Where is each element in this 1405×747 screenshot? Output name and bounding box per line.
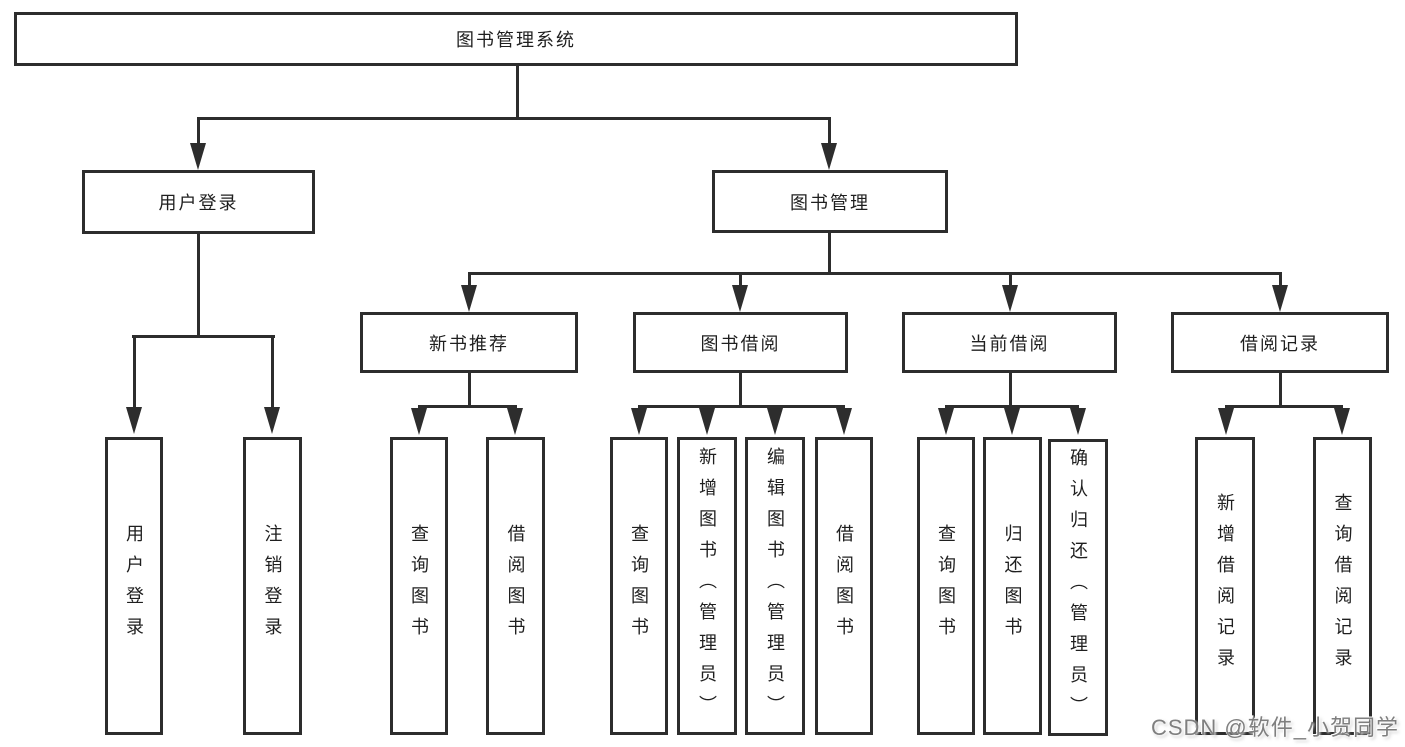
leaf-borrow-book: 借阅图书 (815, 437, 873, 735)
arrow-down-icon (631, 408, 647, 435)
leaf-borrow-book-recommend-label: 借阅图书 (505, 524, 526, 648)
arrow-down-icon (1004, 408, 1020, 435)
node-book-management-label: 图书管理 (790, 192, 870, 213)
leaf-confirm-return-admin: 确认归还（管理员） (1048, 439, 1108, 736)
arrow-down-icon (1272, 285, 1288, 312)
connector-line (133, 335, 136, 409)
csdn-watermark: CSDN @软件_小贺同学 (1150, 715, 1399, 740)
node-borrow-record: 借阅记录 (1171, 312, 1389, 373)
leaf-add-borrow-record: 新增借阅记录 (1195, 437, 1255, 735)
leaf-borrow-book-recommend: 借阅图书 (486, 437, 545, 735)
leaf-query-book-borrow-label: 查询图书 (629, 524, 649, 648)
arrow-down-icon (126, 407, 142, 434)
arrow-down-icon (1002, 285, 1018, 312)
leaf-query-book-borrow: 查询图书 (610, 437, 668, 735)
arrow-down-icon (190, 143, 206, 170)
leaf-logout-label: 注销登录 (262, 524, 283, 648)
leaf-edit-book-admin: 编辑图书（管理员） (745, 437, 805, 735)
arrow-down-icon (264, 407, 280, 434)
connector-line (1279, 272, 1282, 288)
arrow-down-icon (836, 408, 852, 435)
connector-line (197, 117, 200, 147)
leaf-query-book-current-label: 查询图书 (936, 524, 956, 648)
arrow-down-icon (507, 408, 523, 435)
leaf-user-login: 用户登录 (105, 437, 163, 735)
connector-line (1279, 373, 1282, 408)
connector-line (1225, 405, 1343, 408)
node-root: 图书管理系统 (14, 12, 1018, 66)
leaf-query-borrow-record: 查询借阅记录 (1313, 437, 1372, 735)
leaf-query-book-current: 查询图书 (917, 437, 975, 735)
arrow-down-icon (938, 408, 954, 435)
leaf-query-book-recommend-label: 查询图书 (409, 524, 429, 648)
connector-line (197, 234, 200, 338)
connector-line (828, 117, 831, 147)
node-root-label: 图书管理系统 (456, 30, 576, 50)
connector-line (197, 117, 831, 120)
leaf-logout: 注销登录 (243, 437, 302, 735)
leaf-confirm-return-admin-label: 确认归还（管理员） (1068, 448, 1088, 727)
node-borrow-record-label: 借阅记录 (1240, 333, 1320, 354)
node-new-book-recommend: 新书推荐 (360, 312, 578, 373)
arrow-down-icon (767, 408, 783, 435)
connector-line (945, 405, 1079, 408)
arrow-down-icon (732, 285, 748, 312)
arrow-down-icon (699, 408, 715, 435)
connector-line (1009, 373, 1012, 408)
node-new-book-recommend-label: 新书推荐 (429, 333, 509, 354)
node-user-login: 用户登录 (82, 170, 315, 234)
connector-line (271, 335, 274, 409)
connector-line (638, 405, 845, 408)
node-current-borrow: 当前借阅 (902, 312, 1117, 373)
leaf-add-borrow-record-label: 新增借阅记录 (1215, 493, 1235, 679)
leaf-return-book-label: 归还图书 (1002, 524, 1023, 648)
leaf-query-book-recommend: 查询图书 (390, 437, 448, 735)
arrow-down-icon (1334, 408, 1350, 435)
arrow-down-icon (411, 408, 427, 435)
leaf-borrow-book-label: 借阅图书 (834, 524, 854, 648)
connector-line (468, 373, 471, 408)
arrow-down-icon (821, 143, 837, 170)
connector-line (1009, 272, 1012, 288)
leaf-user-login-label: 用户登录 (124, 524, 144, 648)
node-user-login-label: 用户登录 (158, 193, 239, 213)
node-book-borrow-label: 图书借阅 (700, 333, 781, 354)
connector-line (468, 272, 1282, 275)
node-book-borrow: 图书借阅 (633, 312, 848, 373)
node-book-management: 图书管理 (712, 170, 948, 233)
leaf-query-borrow-record-label: 查询借阅记录 (1332, 493, 1353, 679)
connector-line (739, 373, 742, 408)
connector-line (132, 335, 275, 338)
arrow-down-icon (461, 285, 477, 312)
leaf-add-book-admin-label: 新增图书（管理员） (697, 446, 717, 726)
arrow-down-icon (1070, 408, 1086, 435)
leaf-edit-book-admin-label: 编辑图书（管理员） (765, 446, 785, 726)
connector-line (516, 66, 519, 118)
connector-line (418, 405, 517, 408)
node-current-borrow-label: 当前借阅 (969, 333, 1050, 354)
leaf-return-book: 归还图书 (983, 437, 1042, 735)
connector-line (468, 272, 471, 288)
leaf-add-book-admin: 新增图书（管理员） (677, 437, 737, 735)
connector-line (739, 272, 742, 288)
arrow-down-icon (1218, 408, 1234, 435)
connector-line (828, 233, 831, 275)
